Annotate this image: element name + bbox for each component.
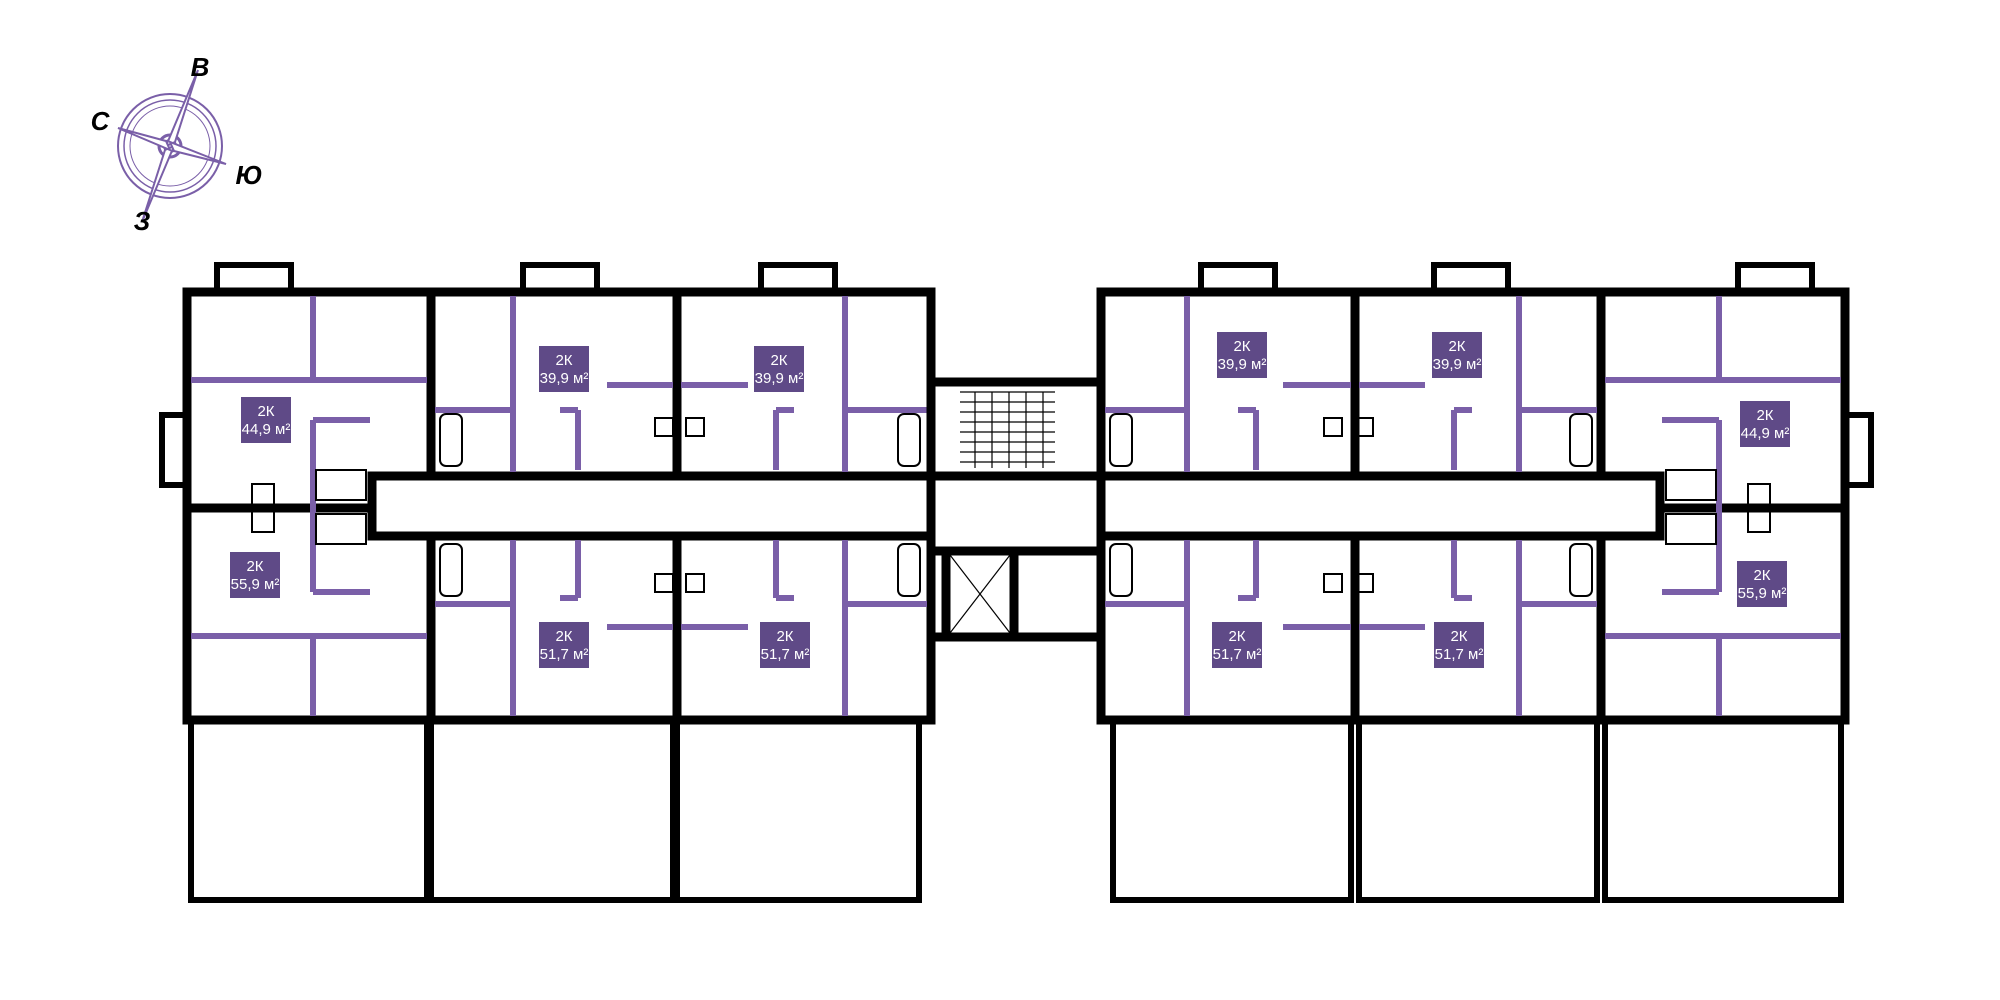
bathtub (897, 543, 921, 597)
stove-icon (1747, 509, 1771, 533)
bathtub (439, 413, 463, 467)
apartment-badge[interactable]: 2К 51,7 м² (760, 622, 810, 668)
bay-window (1198, 262, 1278, 296)
apartment-type: 2К (246, 558, 263, 575)
right-wing (1096, 262, 1874, 903)
compass-label-north: С (91, 106, 111, 136)
bay-window (159, 412, 191, 488)
apartment-badge[interactable]: 2К 51,7 м² (1212, 622, 1262, 668)
apartment-badges: 2К 44,9 м² 2К 55,9 м² 2К 39,9 м² 2К 39,9… (230, 332, 1790, 668)
terrace (1602, 717, 1844, 903)
bathtub (1109, 543, 1133, 597)
apartment-area: 55,9 м² (231, 576, 280, 593)
stove-icon (654, 573, 674, 593)
partitions (191, 296, 927, 716)
compass-label-west: З (134, 206, 151, 236)
apartment-badge[interactable]: 2К 39,9 м² (1217, 332, 1267, 378)
terrace (674, 717, 922, 903)
shower (1665, 513, 1717, 545)
left-corridor (367, 471, 936, 541)
terrace (1110, 717, 1354, 903)
apartment-type: 2К (1450, 628, 1467, 645)
apartment-type: 2К (770, 352, 787, 369)
apartment-area: 51,7 м² (1213, 646, 1262, 663)
apartment-type: 2К (555, 352, 572, 369)
apartment-area: 55,9 м² (1738, 585, 1787, 602)
shower (1665, 469, 1717, 501)
apartment-type: 2К (1228, 628, 1245, 645)
apartment-area: 51,7 м² (1435, 646, 1484, 663)
bay-window (1735, 262, 1815, 296)
apartment-type: 2К (776, 628, 793, 645)
partitions (1105, 296, 1841, 716)
stove-icon (654, 417, 674, 437)
apartment-area: 51,7 м² (540, 646, 589, 663)
bay-window (1842, 412, 1874, 488)
stove-icon (685, 417, 705, 437)
apartment-area: 51,7 м² (761, 646, 810, 663)
bathtub (1109, 413, 1133, 467)
stair-core (926, 377, 1106, 642)
bathtub (1569, 543, 1593, 597)
apartment-badge[interactable]: 2К 39,9 м² (754, 346, 804, 392)
shower (315, 513, 367, 545)
bay-window (520, 262, 600, 296)
terrace (428, 717, 676, 903)
stove-icon (1323, 417, 1343, 437)
compass-label-east: В (191, 52, 210, 82)
compass-label-south: Ю (235, 160, 262, 190)
terrace (1356, 717, 1600, 903)
apartment-badge[interactable]: 2К 44,9 м² (1740, 401, 1790, 447)
bay-window (1431, 262, 1511, 296)
apartment-type: 2К (1756, 407, 1773, 424)
fixtures (251, 413, 1374, 597)
bathtub (1569, 413, 1593, 467)
stove-icon (251, 509, 275, 533)
stove-icon (685, 573, 705, 593)
stove-icon (1323, 573, 1343, 593)
apartment-badge[interactable]: 2К 55,9 м² (230, 552, 280, 598)
apartment-type: 2К (1233, 338, 1250, 355)
stove-icon (1747, 483, 1771, 507)
shower (315, 469, 367, 501)
bathtub (897, 413, 921, 467)
compass-rose: С В Ю З (91, 52, 263, 236)
apartment-badge[interactable]: 2К 51,7 м² (1434, 622, 1484, 668)
apartment-badge[interactable]: 2К 39,9 м² (539, 346, 589, 392)
bay-window (758, 262, 838, 296)
apartment-area: 39,9 м² (1218, 356, 1267, 373)
fixtures (1109, 413, 1771, 597)
apartment-badge[interactable]: 2К 51,7 м² (539, 622, 589, 668)
apartment-area: 39,9 м² (1433, 356, 1482, 373)
terrace (188, 717, 430, 903)
stairs (960, 391, 1055, 468)
apartment-type: 2К (1753, 567, 1770, 584)
stove-icon (251, 483, 275, 507)
apartment-badge[interactable]: 2К 55,9 м² (1737, 561, 1787, 607)
apartment-area: 44,9 м² (1741, 425, 1790, 442)
apartment-type: 2К (1448, 338, 1465, 355)
apartment-type: 2К (257, 403, 274, 420)
bathtub (439, 543, 463, 597)
apartment-badge[interactable]: 2К 39,9 м² (1432, 332, 1482, 378)
apartment-area: 44,9 м² (242, 421, 291, 438)
apartment-badge[interactable]: 2К 44,9 м² (241, 397, 291, 443)
right-corridor (1096, 471, 1665, 541)
apartment-type: 2К (555, 628, 572, 645)
apartment-area: 39,9 м² (755, 370, 804, 387)
apartment-area: 39,9 м² (540, 370, 589, 387)
bay-window (214, 262, 294, 296)
